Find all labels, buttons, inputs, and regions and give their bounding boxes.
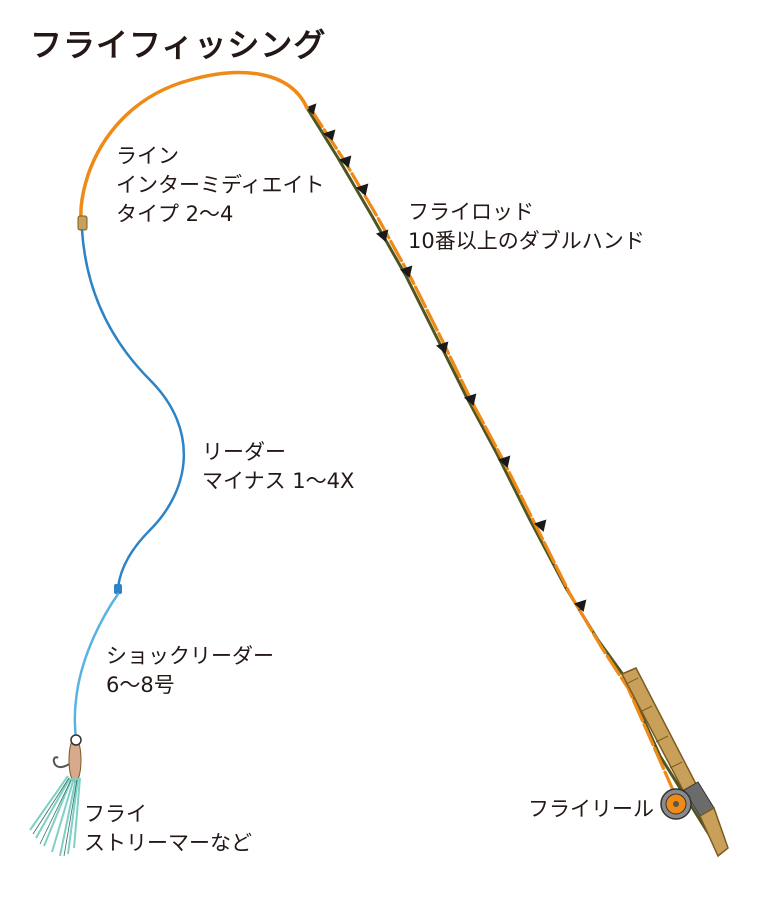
fly-hook (52, 756, 75, 768)
leader-label-name: リーダー (202, 440, 286, 464)
reel-label: フライリール (528, 797, 654, 821)
page-title: フライフィッシング (30, 26, 327, 64)
line-along-rod (308, 106, 682, 808)
rod-label: フライロッド 10番以上のダブルハンド (408, 198, 645, 256)
rod-guide (400, 265, 413, 278)
rod-guide (534, 519, 547, 532)
line-label-spec: タイプ 2〜4 (116, 202, 234, 226)
fly-line (79, 70, 309, 230)
fly-wing-outline (32, 777, 78, 857)
rod-blank (305, 106, 722, 854)
rod-guide (356, 183, 369, 196)
line-leader-knot (77, 215, 88, 231)
rod-label-name: フライロッド (408, 200, 534, 224)
rod-upper-grip (620, 667, 697, 794)
line-label-type: インターミディエイト (116, 173, 325, 197)
line-label-name: ライン (116, 144, 179, 168)
shock-leader-label: ショックリーダー 6〜8号 (106, 642, 274, 700)
leader-line (80, 228, 185, 590)
grip-rings (625, 677, 683, 769)
shock-leader-label-spec: 6〜8号 (106, 673, 175, 697)
rod-guide (574, 599, 587, 612)
rod-lower-grip (699, 806, 729, 858)
rod-guide (339, 155, 352, 168)
rod-guide (436, 341, 449, 354)
leader-label-spec: マイナス 1〜4X (202, 469, 355, 493)
fly-label: フライ ストリーマーなど (84, 800, 252, 858)
shock-leader-label-name: ショックリーダー (106, 644, 274, 668)
rod-guide (464, 393, 477, 406)
line-label: ライン インターミディエイト タイプ 2〜4 (116, 142, 325, 229)
leader-shock-knot (114, 584, 122, 594)
fly-rod (305, 103, 729, 858)
leader-label: リーダー マイナス 1〜4X (202, 438, 354, 496)
fly-label-name: フライ (84, 802, 147, 826)
rod-guide (376, 229, 389, 242)
rod-label-spec: 10番以上のダブルハンド (408, 229, 645, 253)
rod-guide (498, 455, 511, 468)
fly-head (70, 734, 82, 746)
rod-guides (305, 103, 587, 612)
fly-label-spec: ストリーマーなど (84, 831, 252, 855)
streamer-fly (29, 734, 82, 857)
fly-reel (660, 788, 692, 820)
reel-hub (673, 801, 679, 807)
rod-guide (305, 103, 317, 115)
fly-wing (29, 775, 81, 857)
shock-leader-line (73, 592, 120, 742)
rod-guide (322, 129, 336, 141)
